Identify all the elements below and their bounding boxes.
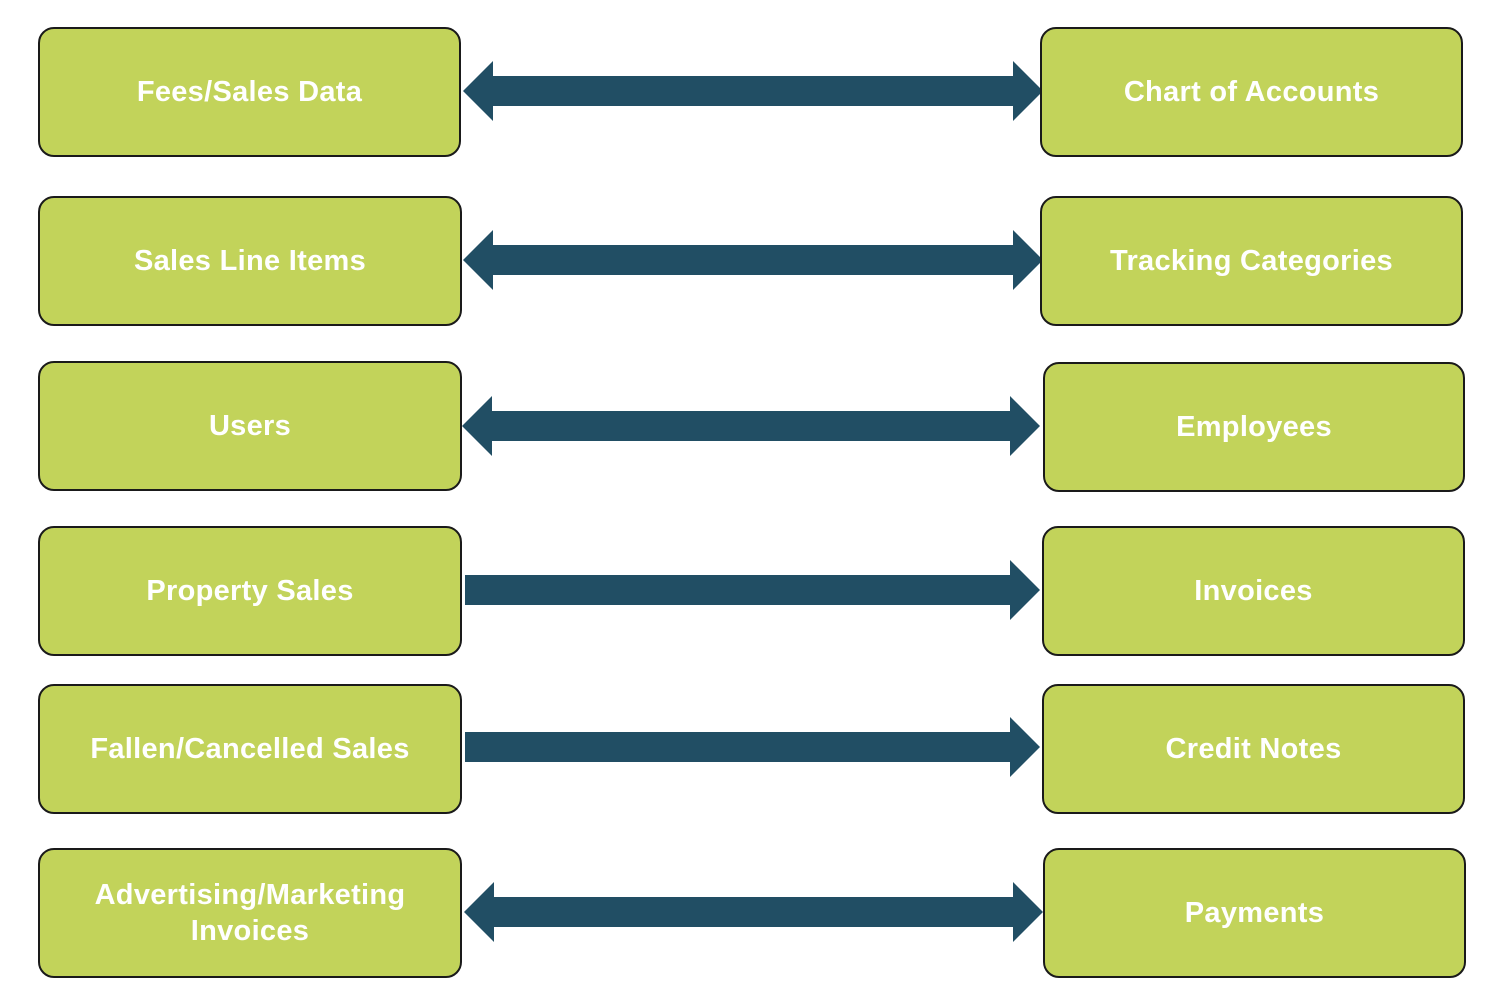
- arrow-advertising-marketing-invoices-payments: [464, 882, 1043, 942]
- target-node-invoices: Invoices: [1042, 526, 1465, 656]
- target-node-tracking-categories: Tracking Categories: [1040, 196, 1463, 326]
- target-node-label: Chart of Accounts: [1123, 76, 1380, 108]
- target-node-credit-notes: Credit Notes: [1042, 684, 1465, 814]
- target-node-label: Invoices: [1194, 575, 1313, 607]
- source-node-label: Property Sales: [146, 575, 354, 607]
- arrow-users-employees: [462, 396, 1040, 456]
- arrow-fees-sales-data-chart-of-accounts: [463, 61, 1043, 121]
- source-node-label: Advertising/Marketing Invoices: [94, 879, 406, 947]
- arrow-property-sales-invoices: [465, 560, 1040, 620]
- target-node-payments: Payments: [1043, 848, 1466, 978]
- target-node-label: Credit Notes: [1165, 733, 1342, 765]
- target-node-chart-of-accounts: Chart of Accounts: [1040, 27, 1463, 157]
- arrow-fallen-cancelled-sales-credit-notes: [465, 717, 1040, 777]
- source-node-label: Fees/Sales Data: [136, 76, 363, 108]
- source-node-advertising-marketing-invoices: Advertising/Marketing Invoices: [38, 848, 462, 978]
- arrow-sales-line-items-tracking-categories: [463, 230, 1043, 290]
- source-node-label: Users: [208, 410, 292, 442]
- target-node-label: Employees: [1176, 411, 1332, 443]
- target-node-label: Payments: [1184, 897, 1325, 929]
- target-node-label: Tracking Categories: [1110, 245, 1393, 277]
- target-node-employees: Employees: [1043, 362, 1465, 492]
- source-node-label: Sales Line Items: [133, 245, 367, 277]
- source-node-sales-line-items: Sales Line Items: [38, 196, 462, 326]
- source-node-fees-sales-data: Fees/Sales Data: [38, 27, 461, 157]
- source-node-fallen-cancelled-sales: Fallen/Cancelled Sales: [38, 684, 462, 814]
- source-node-users: Users: [38, 361, 462, 491]
- source-node-label: Fallen/Cancelled Sales: [90, 733, 410, 765]
- source-node-property-sales: Property Sales: [38, 526, 462, 656]
